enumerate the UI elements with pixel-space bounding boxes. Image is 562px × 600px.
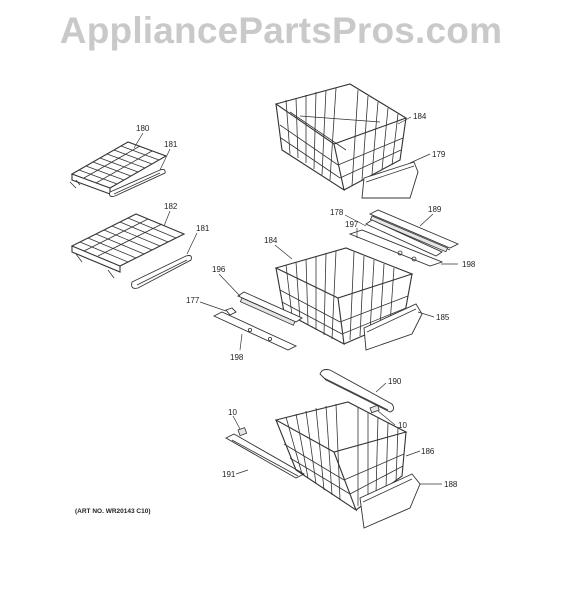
slide-rail-189[interactable] [368, 209, 460, 253]
watermark-logo: AppliancePartsPros.com [59, 10, 503, 51]
basket-front-panel-179[interactable] [361, 161, 419, 199]
callout-184-middle: 184 [264, 236, 278, 245]
rail-191[interactable] [225, 433, 305, 479]
callout-177: 177 [186, 296, 200, 305]
slide-bracket-177[interactable] [225, 307, 237, 316]
shelf-trim-181a[interactable] [109, 168, 166, 197]
wire-shelf-182[interactable] [70, 213, 186, 279]
callout-181-lower: 181 [196, 224, 210, 233]
callout-10-left: 10 [228, 408, 237, 417]
wire-basket-186[interactable] [274, 401, 408, 512]
slide-rail-198-right[interactable] [348, 229, 444, 267]
callout-179: 179 [432, 150, 446, 159]
callout-188: 188 [444, 480, 458, 489]
rail-cover-190[interactable] [319, 369, 395, 413]
callout-178: 178 [330, 208, 344, 217]
callout-182: 182 [164, 202, 178, 211]
callout-191: 191 [222, 470, 236, 479]
slide-rail-196[interactable] [237, 291, 303, 326]
wire-basket-184-top[interactable] [274, 83, 408, 192]
callout-186: 186 [421, 447, 435, 456]
callout-198-left: 198 [230, 353, 244, 362]
callout-196: 196 [212, 265, 226, 274]
wire-basket-184-middle[interactable] [274, 247, 414, 345]
art-number: (ART NO. WR20143 C10) [75, 508, 151, 515]
shelf-trim-181b[interactable] [131, 255, 192, 289]
wire-shelf-180[interactable] [69, 141, 168, 195]
clip-10-right[interactable] [369, 404, 380, 414]
slide-bracket-178[interactable] [365, 219, 443, 257]
callout-197: 197 [345, 220, 359, 229]
leader-lines [133, 116, 458, 485]
callout-10-right: 10 [398, 421, 407, 430]
clip-10-left[interactable] [237, 427, 248, 437]
basket-front-panel-185[interactable] [363, 303, 423, 351]
callout-180: 180 [136, 124, 150, 133]
callout-184-top: 184 [413, 112, 427, 121]
callout-185: 185 [436, 313, 450, 322]
slide-rail-198-left[interactable] [212, 311, 298, 351]
callout-189: 189 [428, 205, 442, 214]
callout-181-upper: 181 [164, 140, 178, 149]
callout-198-right: 198 [462, 260, 476, 269]
basket-front-panel-188[interactable] [359, 473, 421, 529]
callout-190: 190 [388, 377, 402, 386]
